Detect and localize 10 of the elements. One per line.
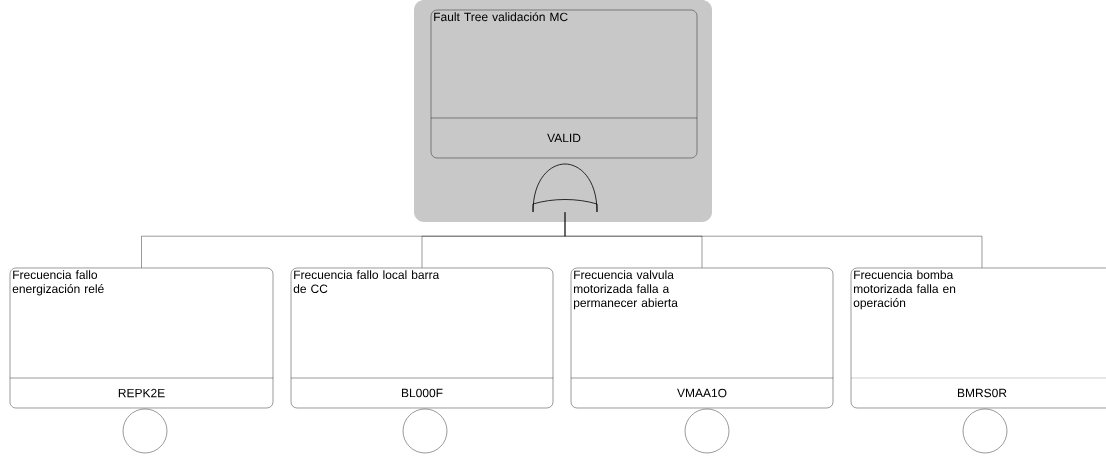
event-box: Frecuencia valvula motorizada falla a permanecer abierta VMAA1O xyxy=(570,267,834,409)
event-box: Frecuencia fallo energización relé REPK2E xyxy=(9,267,274,409)
connector-line xyxy=(564,212,983,268)
event-box: Frecuencia fallo local barra de CC BL000F xyxy=(290,267,554,409)
basic-event-circle xyxy=(402,408,448,454)
event-box: Frecuencia bomba motorizada falla en operación BMRS0R xyxy=(850,267,1106,409)
basic-event-circle xyxy=(122,408,168,454)
basic-event-circle xyxy=(684,408,730,454)
basic-event-circle xyxy=(962,408,1008,454)
or-gate xyxy=(532,163,598,213)
